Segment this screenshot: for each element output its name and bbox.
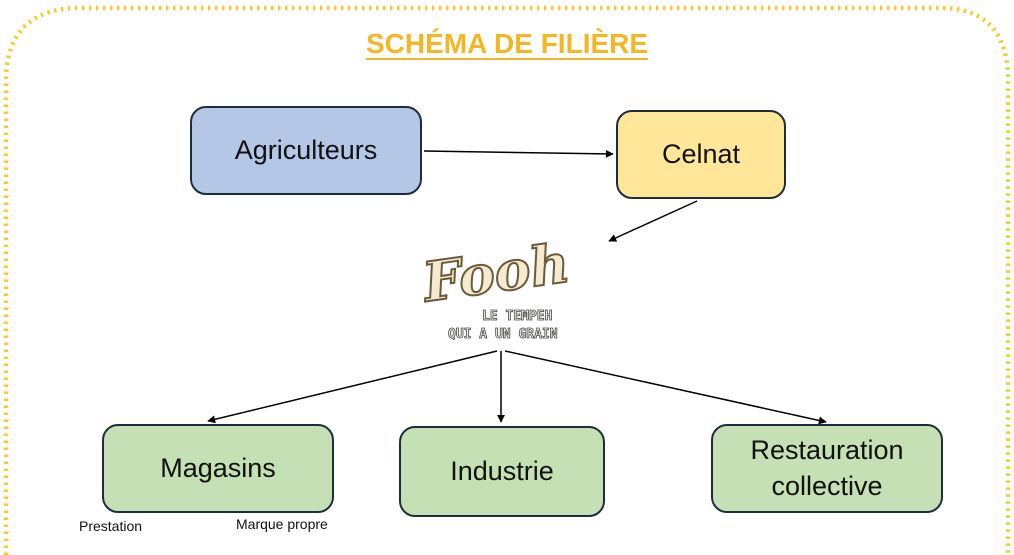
arrow-agriculteurs-to-celnat — [423, 149, 614, 158]
node-agriculteurs: Agriculteurs — [190, 106, 422, 195]
fooh-logo-tagline-2: QUI A UN GRAIN — [448, 327, 558, 342]
node-industrie: Industrie — [399, 426, 605, 517]
label-marque-propre: Marque propre — [236, 516, 328, 532]
node-celnat: Celnat — [616, 110, 786, 199]
diagram-title: SCHÉMA DE FILIÈRE — [365, 28, 649, 59]
arrow-celnat-to-fooh — [608, 200, 698, 242]
fooh-logo: Fooh LE TEMPEH QUI A UN GRAIN — [418, 232, 574, 342]
node-restauration-collective: Restauration collective — [711, 424, 943, 513]
fooh-logo-tagline-1: LE TEMPEH — [482, 309, 552, 324]
label-prestation: Prestation — [79, 518, 143, 534]
arrow-fooh-to-magasins — [207, 350, 498, 424]
node-magasins: Magasins — [102, 424, 334, 513]
fooh-logo-brand: Fooh — [418, 232, 573, 315]
arrow-fooh-to-restauration — [504, 350, 827, 425]
